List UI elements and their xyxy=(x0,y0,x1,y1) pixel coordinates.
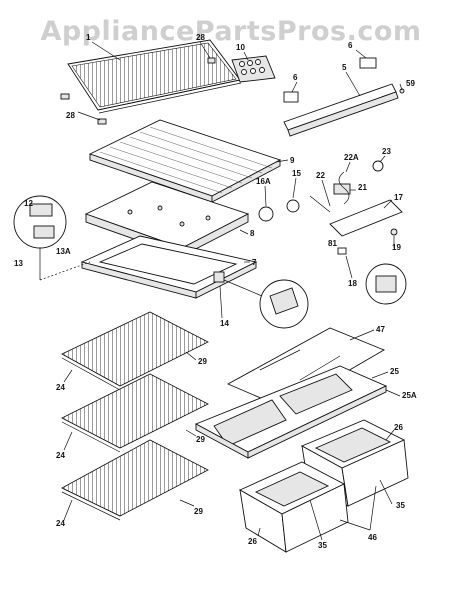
shelf-stop-left xyxy=(60,93,70,100)
crisper-drawer-left xyxy=(239,461,349,553)
light-socket xyxy=(258,206,274,222)
label-35-left: 35 xyxy=(318,541,327,550)
label-29-third: 29 xyxy=(194,507,203,516)
shelf-bracket-inset xyxy=(13,195,91,281)
crisper-control-inset xyxy=(213,271,309,329)
label-12: 12 xyxy=(24,199,33,208)
label-14: 14 xyxy=(220,319,229,328)
label-15: 15 xyxy=(292,169,301,178)
control-rail xyxy=(283,57,405,137)
label-13: 13 xyxy=(14,259,23,268)
label-9: 9 xyxy=(290,156,295,165)
label-6-left: 6 xyxy=(293,73,298,82)
label-35-right: 35 xyxy=(396,501,405,510)
crisper-cover-frame xyxy=(80,235,258,299)
shelf-cover-assembly xyxy=(88,119,282,203)
label-25A: 25A xyxy=(402,391,417,400)
wire-shelf-3 xyxy=(61,439,209,521)
label-13A: 13A xyxy=(56,247,71,256)
label-19: 19 xyxy=(392,243,401,252)
label-29-first: 29 xyxy=(198,357,207,366)
label-24-second: 24 xyxy=(56,451,65,460)
defrost-thermostat xyxy=(372,160,384,172)
label-17: 17 xyxy=(394,193,403,202)
wire-shelf-1 xyxy=(61,311,209,391)
label-28-left: 28 xyxy=(66,111,75,120)
damper-control xyxy=(283,91,299,103)
label-6-top: 6 xyxy=(348,41,353,50)
label-47: 47 xyxy=(376,325,385,334)
label-24-first: 24 xyxy=(56,383,65,392)
label-16A: 16A xyxy=(256,177,271,186)
watermark: AppliancePartsPros.com xyxy=(40,16,422,47)
label-29-second: 29 xyxy=(196,435,205,444)
wire-shelf-top xyxy=(67,39,242,114)
label-26-left: 26 xyxy=(248,537,257,546)
timer xyxy=(333,183,351,195)
shelf-stop-right xyxy=(207,57,216,64)
label-8: 8 xyxy=(250,229,255,238)
crisper-frame xyxy=(194,365,388,459)
label-7: 7 xyxy=(252,258,257,267)
label-81: 81 xyxy=(328,239,337,248)
wire-shelf-2 xyxy=(61,373,209,453)
thermostat-knob xyxy=(359,57,377,69)
label-5: 5 xyxy=(342,63,347,72)
label-1: 1 xyxy=(86,33,91,42)
light-assembly xyxy=(258,160,407,305)
part-labels: 1 28 28 10 6 6 5 59 9 22A 23 16A 15 22 2… xyxy=(14,33,417,550)
label-24-third: 24 xyxy=(56,519,65,528)
light-bulb xyxy=(286,199,300,213)
label-10: 10 xyxy=(236,43,245,52)
label-22A: 22A xyxy=(344,153,359,162)
label-18: 18 xyxy=(348,279,357,288)
leader-lines xyxy=(63,41,403,541)
light-switch xyxy=(337,247,347,255)
light-housing xyxy=(329,199,403,237)
label-28-top: 28 xyxy=(196,33,205,42)
shelf-stop-front xyxy=(97,118,107,125)
label-23: 23 xyxy=(382,147,391,156)
egg-tray xyxy=(231,55,276,83)
label-21: 21 xyxy=(358,183,367,192)
label-25: 25 xyxy=(390,367,399,376)
label-46: 46 xyxy=(368,533,377,542)
label-22: 22 xyxy=(316,171,325,180)
label-26-right: 26 xyxy=(394,423,403,432)
label-59: 59 xyxy=(406,79,415,88)
